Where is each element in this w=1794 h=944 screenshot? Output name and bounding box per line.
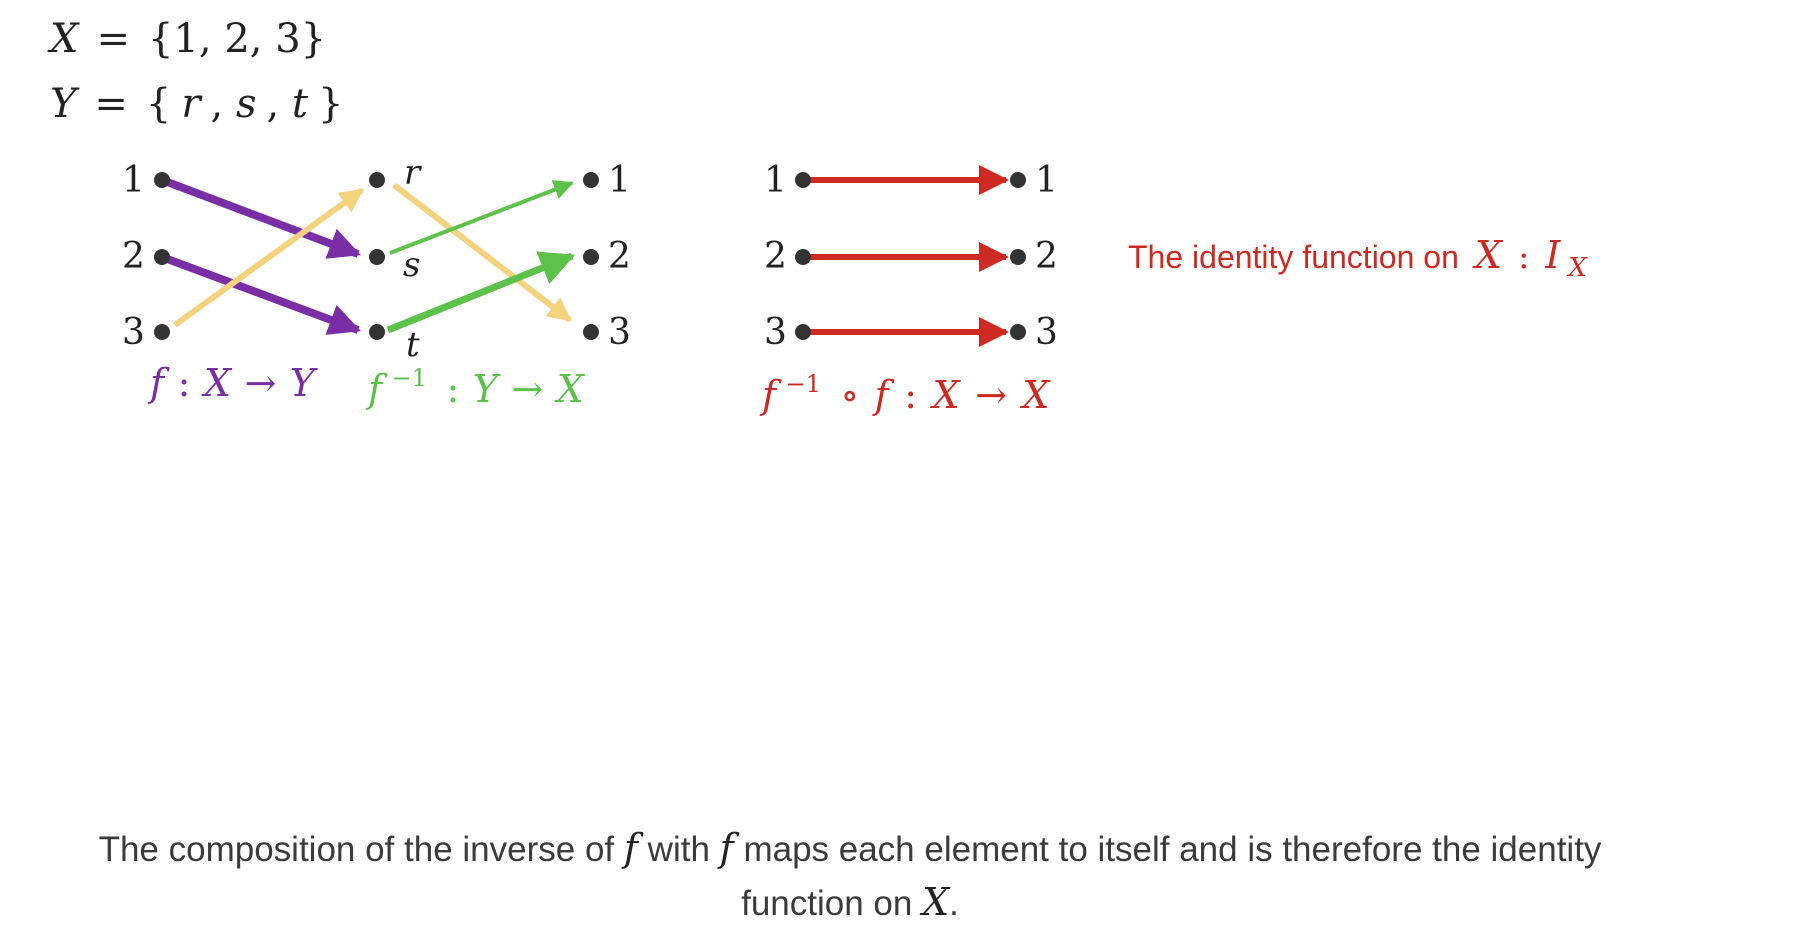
dot-y-r <box>369 172 385 188</box>
set-x-definition: X = {1, 2, 3} <box>47 16 326 62</box>
arrow-finv-t-to-2 <box>386 251 576 334</box>
set-y-element-t: t <box>292 81 309 127</box>
caption-text-3: maps each element to itself and is there… <box>733 830 1602 923</box>
set-y-symbol: Y <box>50 81 80 127</box>
arrow-finv-s-to-1 <box>389 180 574 255</box>
label-x-1: 1 <box>122 160 145 201</box>
label-comp-left-3: 3 <box>764 312 787 353</box>
dot-x2-2 <box>583 249 599 265</box>
label-x2-2: 2 <box>608 236 631 277</box>
dot-comp-right-3 <box>1010 324 1026 340</box>
label-composition: f −1 ∘ f : X → X <box>759 359 1051 417</box>
comma: , <box>211 81 236 127</box>
label-y-r: r <box>404 153 422 193</box>
identity-function-note: The identity function on X : I X <box>1128 233 1588 283</box>
arrow-f-2-to-t <box>160 253 361 335</box>
equals-sign: = <box>94 81 128 127</box>
dot-comp-left-3 <box>795 324 811 340</box>
dot-x-1 <box>154 172 170 188</box>
caption-text-1: The composition of the inverse of <box>98 830 624 869</box>
dot-x2-1 <box>583 172 599 188</box>
caption-f-1: f <box>623 826 638 870</box>
label-finv-y-to-x: f −1 : Y → X <box>365 353 586 411</box>
dot-comp-right-1 <box>1010 172 1026 188</box>
arrow-f-3-to-r <box>173 187 364 328</box>
dot-comp-left-2 <box>795 249 811 265</box>
label-comp-left-2: 2 <box>764 236 787 277</box>
label-x-3: 3 <box>122 312 145 353</box>
set-y-definition: Y = { r , s , t } <box>50 81 343 127</box>
caption-text-2: with <box>637 830 720 869</box>
label-f-x-to-y: f : X → Y <box>147 361 319 405</box>
label-comp-right-1: 1 <box>1035 160 1058 201</box>
label-comp-right-2: 2 <box>1035 236 1058 277</box>
arrow-finv-r-to-3 <box>392 182 572 323</box>
label-y-s: s <box>403 245 420 285</box>
label-x2-1: 1 <box>608 160 631 201</box>
comma: , <box>266 81 291 127</box>
caption-x: X <box>922 880 950 924</box>
dot-comp-left-1 <box>795 172 811 188</box>
dot-x-2 <box>154 249 170 265</box>
caption-text-4: . <box>949 884 959 923</box>
label-x2-3: 3 <box>608 312 631 353</box>
set-y-element-s: s <box>236 81 257 127</box>
set-x-symbol: X <box>47 16 80 62</box>
set-x-elements: {1, 2, 3} <box>148 16 326 62</box>
caption: The composition of the inverse of f with… <box>40 822 1660 930</box>
dot-comp-right-2 <box>1010 249 1026 265</box>
arrow-f-1-to-s <box>160 176 361 259</box>
dot-y-s <box>369 249 385 265</box>
equals-sign: = <box>96 16 130 62</box>
dot-x2-3 <box>583 324 599 340</box>
label-x-2: 2 <box>122 236 145 277</box>
dot-x-3 <box>154 324 170 340</box>
label-comp-left-1: 1 <box>764 160 787 201</box>
caption-f-2: f <box>719 826 734 870</box>
brace-open: { <box>146 81 171 127</box>
set-y-element-r: r <box>181 81 203 127</box>
label-comp-right-3: 3 <box>1035 312 1058 353</box>
label-y-t: t <box>406 325 420 365</box>
dot-y-t <box>369 324 385 340</box>
brace-close: } <box>318 81 343 127</box>
